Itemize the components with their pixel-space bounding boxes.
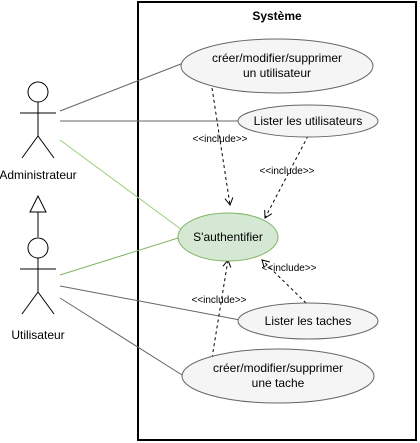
actor-user-head (27, 237, 49, 259)
use-case-list-tasks-label: Lister les taches (265, 314, 352, 328)
actor-user-label: Utilisateur (11, 328, 64, 342)
system-title: Système (252, 9, 302, 23)
include-label-crud-task: <<include>> (191, 295, 246, 306)
assoc-user-list-tasks (59, 285, 241, 321)
use-case-crud-task-line2: une tache (252, 376, 305, 390)
use-case-crud-user[interactable]: créer/modifier/supprimer un utilisateur (180, 38, 374, 94)
use-case-authenticate[interactable]: S'authentifier (177, 212, 279, 262)
use-case-crud-user-line2: un utilisateur (243, 66, 311, 80)
actor-admin-head (27, 81, 49, 103)
assoc-user-crud-task (59, 297, 191, 381)
include-label-list-tasks: <<include>> (261, 263, 316, 274)
include-crud-user-auth (211, 87, 234, 206)
generalization-arrowhead (29, 194, 47, 213)
use-case-crud-task-line1: créer/modifier/supprimer (213, 361, 343, 375)
include-label-list-users: <<include>> (259, 166, 314, 177)
use-case-crud-user-line1: créer/modifier/supprimer (212, 51, 342, 65)
use-case-list-users[interactable]: Lister les utilisateurs (237, 104, 379, 138)
include-list-tasks-auth (261, 259, 307, 304)
use-case-list-tasks[interactable]: Lister les taches (237, 302, 379, 340)
use-case-authenticate-label: S'authentifier (193, 230, 263, 244)
assoc-user-auth (59, 237, 179, 276)
assoc-admin-auth (59, 139, 183, 231)
use-case-crud-task[interactable]: créer/modifier/supprimer une tache (181, 348, 375, 404)
actor-admin-label: Administrateur (0, 168, 77, 182)
include-crud-task-auth (211, 259, 232, 359)
actor-utilisateur[interactable]: Utilisateur (11, 237, 65, 342)
include-label-crud-user: <<include>> (192, 134, 247, 145)
assoc-admin-crud-user (59, 61, 187, 112)
actor-administrateur[interactable]: Administrateur (0, 81, 77, 182)
use-case-list-users-label: Lister les utilisateurs (254, 114, 363, 128)
